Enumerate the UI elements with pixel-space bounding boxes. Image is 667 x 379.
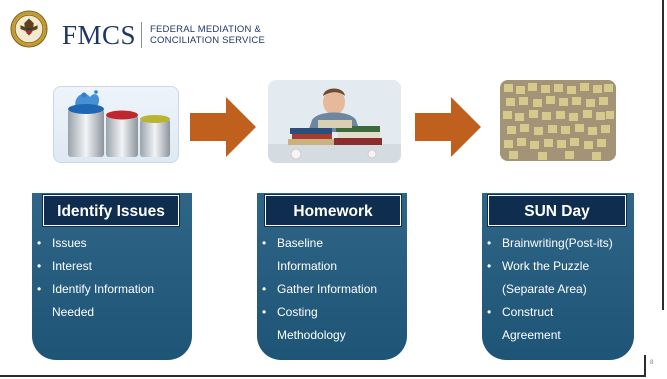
page-number: 8 — [650, 360, 654, 366]
bullet-item: Gather Information — [262, 278, 404, 301]
bullet-item: Work the Puzzle(Separate Area) — [487, 255, 632, 301]
arrow-right-icon — [415, 97, 481, 157]
student-with-books-image — [268, 80, 401, 163]
step-title-homework: Homework — [265, 195, 401, 226]
agency-line-2: CONCILIATION SERVICE — [150, 35, 266, 46]
brand-name: FMCS — [62, 20, 137, 50]
agency-line-1: FEDERAL MEDIATION & — [150, 24, 261, 35]
step-title-sun-day: SUN Day — [488, 195, 626, 226]
fmcs-seal-logo — [10, 10, 48, 48]
sticky-notes-wall-image — [500, 80, 616, 161]
slide-frame-bottom — [0, 375, 646, 377]
header: FMCS FEDERAL MEDIATION & CONCILIATION SE… — [0, 0, 667, 62]
identify-issues-bullets: Issues Interest Identify InformationNeed… — [37, 232, 189, 324]
arrow-right-icon — [190, 97, 256, 157]
step-title-identify-issues: Identify Issues — [43, 195, 179, 226]
bullet-item: Interest — [37, 255, 189, 278]
sun-day-bullets: Brainwriting(Post-its) Work the Puzzle(S… — [487, 232, 632, 347]
agency-name: FEDERAL MEDIATION & CONCILIATION SERVICE — [150, 24, 265, 46]
bullet-item: Issues — [37, 232, 189, 255]
page-number-bar — [644, 355, 646, 375]
slide-frame-right — [662, 0, 664, 310]
paint-cans-image — [53, 86, 179, 163]
header-divider — [141, 22, 142, 48]
bullet-item: Brainwriting(Post-its) — [487, 232, 632, 255]
